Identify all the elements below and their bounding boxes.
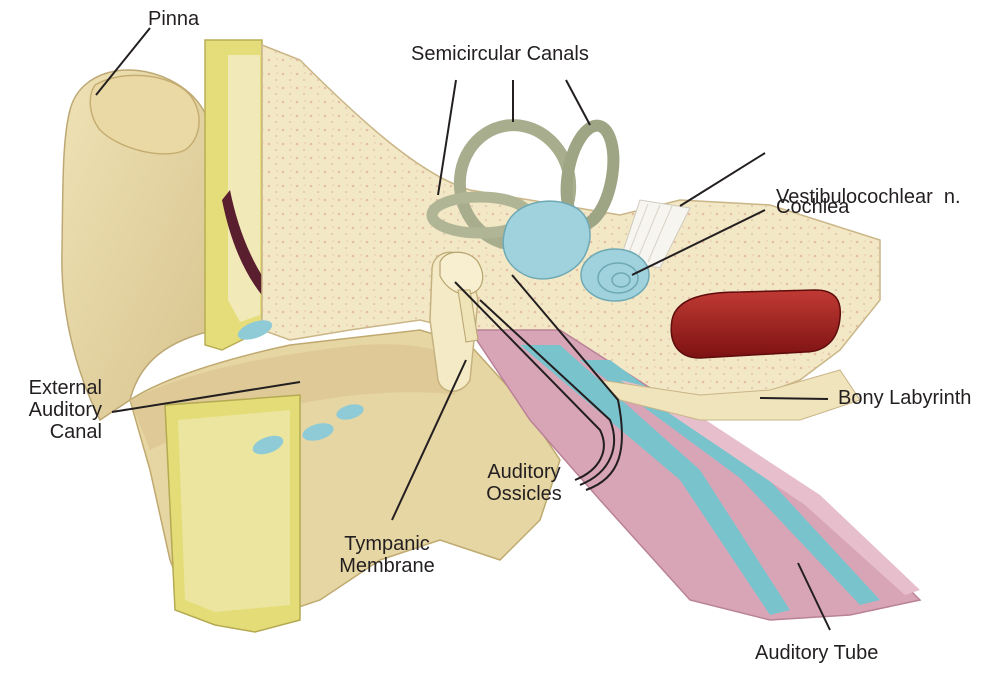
label-auditory-ossicles: Auditory Ossicles [472,461,576,505]
label-pinna-text: Pinna [148,8,199,30]
artery-shape [671,290,840,358]
label-semicircular-canals-text: Semicircular Canals [411,43,589,65]
label-cochlea-text: Cochlea [776,196,849,218]
label-external-line-2: Auditory [0,399,102,421]
label-pinna: Pinna [148,8,199,30]
label-semicircular-canals: Semicircular Canals [411,43,589,65]
label-external-auditory-canal: External Auditory Canal [0,377,102,443]
label-external-line-1: External [0,377,102,399]
label-tympanic-line-1: Tympanic [330,533,444,555]
label-bony-labyrinth-text: Bony Labyrinth [838,387,971,409]
label-cochlea: Cochlea [776,196,849,218]
label-auditory-tube-text: Auditory Tube [755,642,878,664]
label-bony-labyrinth: Bony Labyrinth [838,387,971,409]
leader-canal-left [438,80,456,195]
leader-bony-labyrinth [760,398,828,399]
label-ossicles-line-2: Ossicles [472,483,576,505]
leader-canal-right [566,80,590,125]
label-auditory-tube: Auditory Tube [755,642,878,664]
label-tympanic-line-2: Membrane [330,555,444,577]
label-external-line-3: Canal [0,421,102,443]
label-ossicles-line-1: Auditory [472,461,576,483]
label-tympanic-membrane: Tympanic Membrane [330,533,444,577]
leader-vestibulocochlear [680,153,765,206]
